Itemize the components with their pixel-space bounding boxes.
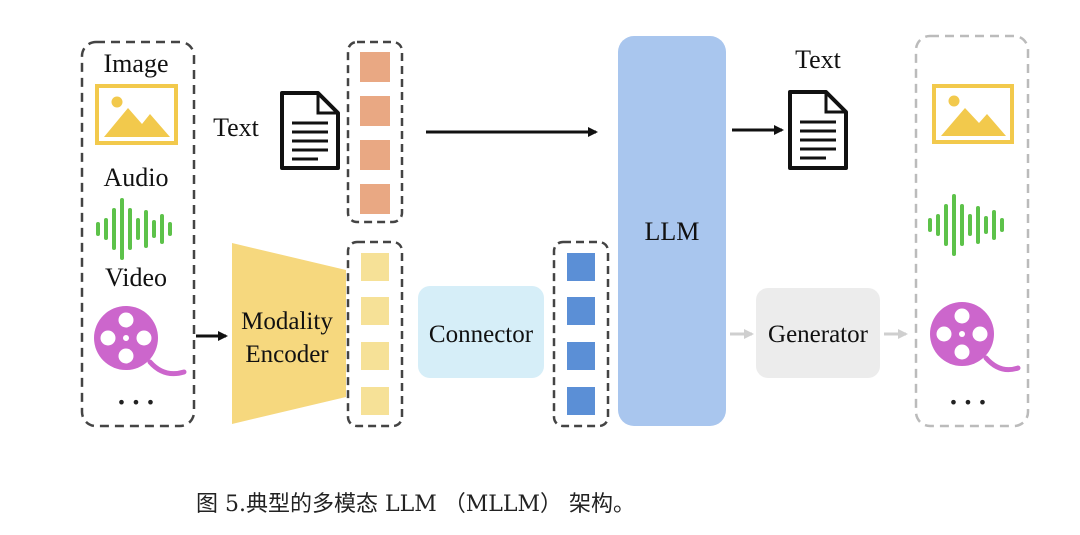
video-label: Video [105, 263, 167, 292]
llm-label: LLM [645, 217, 700, 246]
encoder-token [361, 297, 389, 325]
audio-waveform-icon [928, 194, 1004, 256]
connector-block [418, 286, 544, 378]
document-icon-output [788, 90, 848, 170]
video-reel-icon [94, 306, 187, 377]
connector-tokens-box [552, 240, 610, 428]
text-token [360, 140, 390, 170]
output-more-ellipsis: • • • [949, 393, 987, 412]
text-token [360, 184, 390, 214]
video-reel-icon [930, 302, 1021, 373]
audio-waveform-icon [96, 198, 172, 260]
encoder-token [361, 342, 389, 370]
encoder-token [361, 253, 389, 281]
modality-encoder-label-line1: Modality [241, 308, 333, 335]
text-output-label: Text [795, 45, 842, 74]
figure-caption: 图 5.典型的多模态 LLM （MLLM） 架构。 [196, 492, 635, 517]
llm-block [618, 36, 726, 426]
generator-block [756, 288, 880, 378]
encoder-token [361, 387, 389, 415]
image-label: Image [104, 49, 169, 78]
document-icon-input [280, 91, 340, 170]
connector-token [567, 253, 595, 281]
generator-label: Generator [768, 321, 869, 348]
input-more-ellipsis: • • • [117, 393, 155, 412]
image-icon [95, 84, 178, 145]
input-modalities-box [80, 40, 196, 428]
image-icon [932, 84, 1014, 144]
modality-encoder-block [232, 243, 346, 424]
connector-token [567, 342, 595, 370]
modality-encoder-label-line2: Encoder [245, 341, 329, 368]
output-modalities-box [914, 34, 1030, 428]
text-tokens-box [346, 40, 404, 224]
text-token [360, 96, 390, 126]
text-input-label: Text [213, 113, 260, 142]
encoder-tokens-box [346, 240, 404, 428]
connector-token [567, 297, 595, 325]
text-token [360, 52, 390, 82]
audio-label: Audio [104, 163, 169, 192]
connector-label: Connector [429, 321, 534, 348]
connector-token [567, 387, 595, 415]
